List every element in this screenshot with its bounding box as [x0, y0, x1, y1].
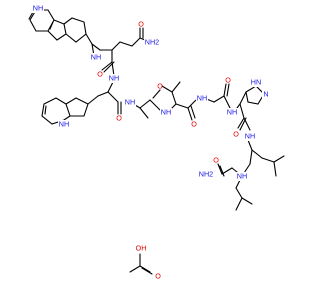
svg-text:NH: NH: [161, 108, 171, 117]
svg-text:NH2: NH2: [145, 38, 159, 47]
svg-text:NH: NH: [227, 108, 237, 117]
histidine-residue: [233, 85, 265, 131]
svg-text:O: O: [157, 82, 163, 91]
svg-text:HN: HN: [251, 78, 261, 87]
acetic-acid: [129, 253, 153, 275]
tryptophan-residue: [41, 79, 122, 125]
atom-label-o-his: O: [233, 130, 239, 139]
atom-label-hn-imidazole: HN: [250, 78, 262, 87]
atom-label-o-gly: O: [225, 76, 231, 85]
svg-text:NH: NH: [245, 132, 255, 141]
molecule-canvas: NH NH NH2 O O NH NH O NH O NH O NH: [28, 4, 285, 281]
atom-label-nh-amide-6: NH: [226, 108, 238, 117]
molecule-structure-diagram: NH NH NH2 O O NH NH O NH O NH O NH: [28, 4, 285, 281]
svg-text:NH: NH: [237, 172, 247, 181]
atom-label-nh-amide-4: NH: [160, 108, 172, 117]
atom-label-nh-trp-ring: NH: [58, 120, 70, 129]
svg-text:NH: NH: [33, 4, 43, 13]
svg-text:NH2: NH2: [199, 170, 213, 179]
atom-label-nh-amide-7: NH: [244, 132, 256, 141]
atom-label-nh-amide-5: NH: [196, 94, 208, 103]
svg-text:N: N: [263, 90, 268, 99]
leucine-residues: [217, 139, 285, 211]
atom-label-o-val: O: [191, 120, 197, 129]
svg-text:O: O: [155, 272, 161, 281]
atom-label-nh-amide-1: NH: [90, 53, 102, 62]
svg-text:O: O: [116, 114, 122, 123]
svg-text:O: O: [138, 20, 144, 29]
atom-label-nh-amide-2: NH: [108, 74, 120, 83]
atom-label-o-gln: O: [138, 20, 144, 29]
svg-text:NH: NH: [59, 120, 69, 129]
atom-label-nh-beta-carboline: NH: [32, 4, 44, 13]
atom-label-nh-amide-3: NH: [124, 98, 136, 107]
svg-text:O: O: [213, 156, 219, 165]
svg-text:NH: NH: [91, 53, 101, 62]
atom-label-o-1: O: [97, 70, 103, 79]
atom-label-o-trp: O: [116, 114, 122, 123]
atom-label-n-imidazole: N: [262, 90, 270, 99]
svg-text:O: O: [233, 130, 239, 139]
atom-label-o-terminal: O: [213, 156, 219, 165]
atom-label-nh-amine: NH: [236, 172, 248, 181]
svg-text:OH: OH: [136, 244, 147, 253]
beta-carboline-ring-system: [28, 9, 93, 45]
atom-label-o-acetic: O: [155, 272, 161, 281]
svg-text:O: O: [225, 76, 231, 85]
svg-text:NH: NH: [125, 98, 135, 107]
atom-label-o-ala: O: [157, 82, 163, 91]
atom-label-nh2-gln: NH2: [144, 38, 160, 47]
svg-text:O: O: [191, 120, 197, 129]
atom-label-oh-acetic: OH: [134, 244, 148, 253]
svg-text:NH: NH: [197, 94, 207, 103]
glutamine-residue: [91, 27, 151, 77]
svg-text:O: O: [97, 70, 103, 79]
svg-text:NH: NH: [109, 74, 119, 83]
atom-label-nh2-terminal: NH2: [198, 170, 214, 179]
